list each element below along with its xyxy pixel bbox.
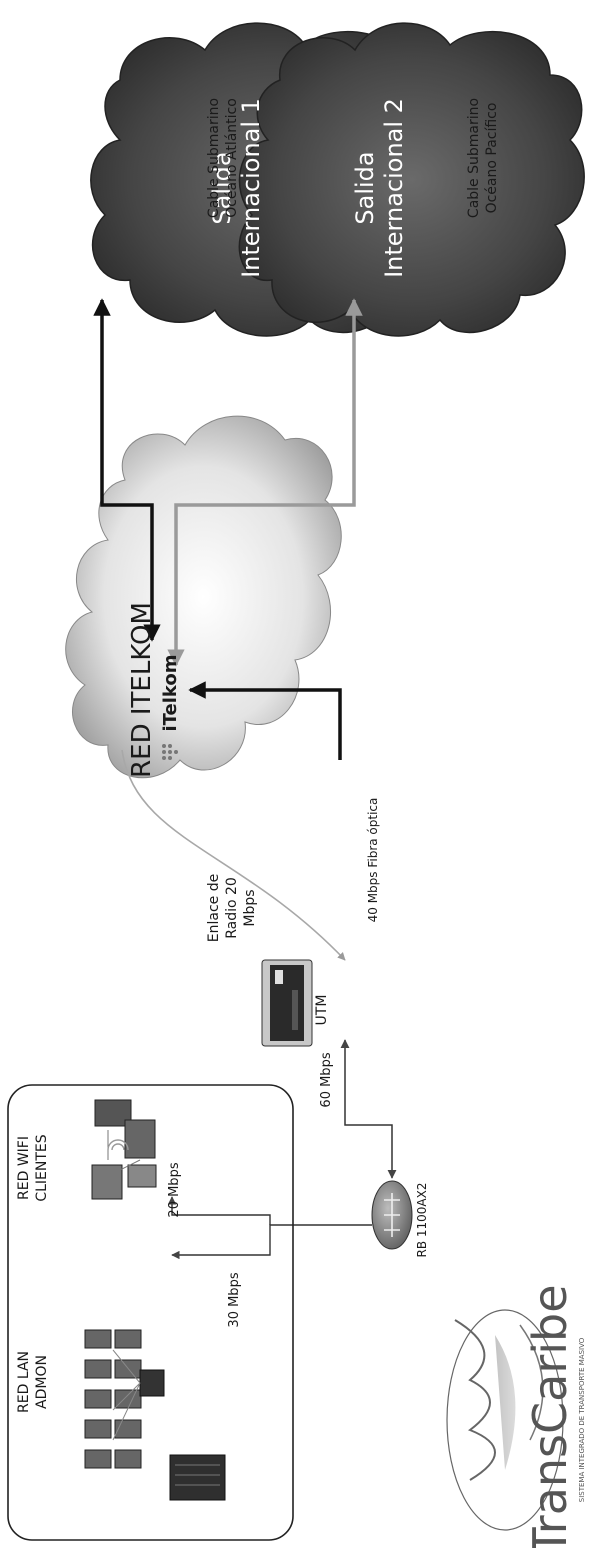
salida1-line2: Internacional 1	[237, 98, 265, 278]
wifi-label-2: CLIENTES	[34, 1134, 50, 1201]
link-wifi-label: 20 Mbps	[167, 1162, 182, 1217]
red-itelkom-cloud	[65, 415, 342, 779]
salida2-line1: Salida	[351, 151, 379, 224]
link-radio-label-2: Radio 20	[224, 877, 240, 939]
salida2-cable-line2: Océano Pacífico	[484, 103, 500, 214]
router-rb-device	[371, 1180, 413, 1250]
salida-internacional-2-cloud	[238, 22, 585, 337]
link-radio-label-3: Mbps	[242, 889, 258, 926]
transcaribe-tagline: SISTEMA INTEGRADO DE TRANSPORTE MASIVO	[578, 1337, 586, 1502]
salida1-cable-line1: Cable Submarino	[206, 98, 222, 218]
transcaribe-brand: TransCaribe	[523, 1284, 577, 1548]
salida1-line1: Salida	[208, 151, 236, 224]
lan-label-1: RED LAN	[16, 1351, 32, 1413]
link-fibra-optica	[188, 681, 342, 760]
link-fibra-label: 40 Mbps Fibra óptica	[366, 798, 380, 923]
salida2-line2: Internacional 2	[380, 98, 408, 278]
transcaribe-logo	[446, 1309, 564, 1531]
link-utm-rb	[340, 1039, 397, 1179]
lan-label-2: ADMON	[34, 1355, 50, 1409]
link-lan-label: 30 Mbps	[227, 1272, 242, 1327]
server-icon	[169, 1454, 226, 1501]
link-radio	[121, 749, 346, 961]
link-rb-wifi	[167, 1196, 271, 1225]
lan-admon-devices	[84, 1329, 165, 1469]
wifi-label-1: RED WIFI	[16, 1136, 32, 1200]
salida1-cable-line2: Océano Atlántico	[224, 98, 240, 218]
link-rb-networks	[171, 1224, 372, 1260]
utm-device	[261, 959, 313, 1047]
itelkom-logo-text: iTelkom	[160, 654, 181, 731]
link-utm-rb-label: 60 Mbps	[319, 1052, 334, 1107]
itelkom-logo-icon	[162, 744, 178, 760]
wifi-clients-devices	[91, 1099, 157, 1200]
link-radio-label-1: Enlace de	[206, 874, 222, 942]
utm-label: UTM	[314, 995, 330, 1026]
link-itelkom-salida1	[93, 298, 161, 642]
wifi-signal-icon	[107, 1139, 129, 1151]
router-label: RB 1100AX2	[415, 1183, 429, 1258]
salida2-cable-line1: Cable Submarino	[466, 98, 482, 218]
lan-wifi-enclosure	[7, 1084, 294, 1541]
link-itelkom-salida2	[167, 298, 363, 667]
red-itelkom-title: RED ITELKOM	[127, 602, 157, 778]
